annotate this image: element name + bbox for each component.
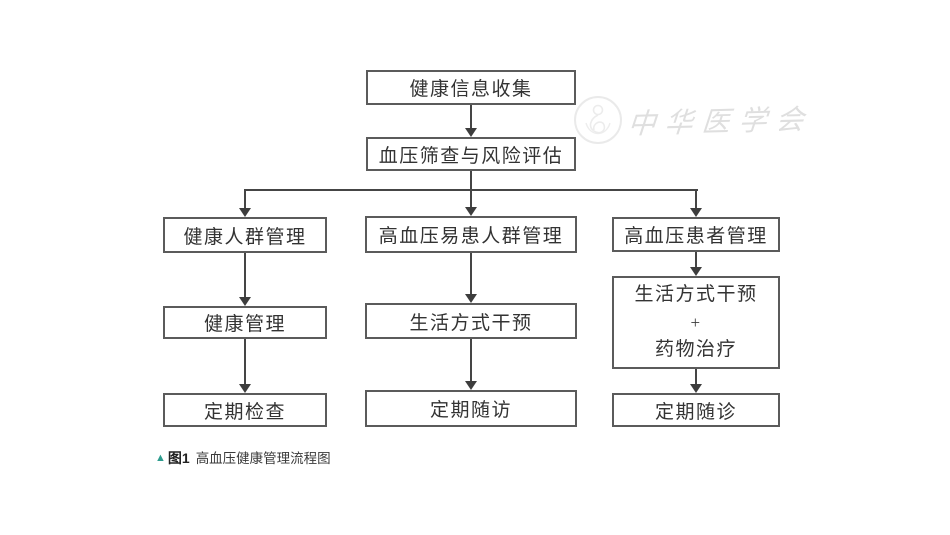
plus-sign: + xyxy=(690,312,702,332)
node-healthy-group-management: 健康人群管理 xyxy=(163,217,327,253)
arrow-healthy-to-intervention xyxy=(239,253,251,306)
caption-triangle-icon: ▲ xyxy=(155,451,166,464)
intervention-line1: 生活方式干预 xyxy=(634,284,758,306)
node-lifestyle-intervention: 生活方式干预 xyxy=(365,303,577,339)
arrow-prone-to-followup xyxy=(465,339,477,390)
node-health-management: 健康管理 xyxy=(163,306,327,339)
intervention-line2: 药物治疗 xyxy=(654,339,737,361)
figure-caption: ▲ 图1 高血压健康管理流程图 xyxy=(155,447,331,468)
node-regular-checkup: 定期检查 xyxy=(163,393,327,427)
arrow-patient-to-intervention xyxy=(690,252,702,276)
node-regular-followup: 定期随访 xyxy=(365,390,577,427)
arrow-patient-to-followup xyxy=(690,369,702,393)
arrow-split-to-healthy xyxy=(239,191,251,217)
node-regular-visit: 定期随诊 xyxy=(612,393,780,427)
arrow-split-to-prone xyxy=(465,191,477,216)
medical-association-seal-icon xyxy=(574,96,622,144)
arrow-prone-to-intervention xyxy=(465,253,477,303)
node-patient-management: 高血压患者管理 xyxy=(612,217,780,252)
watermark-text: 中华医学会 xyxy=(626,104,815,141)
node-health-info-collection: 健康信息收集 xyxy=(366,70,576,105)
node-bp-screening-risk-assessment: 血压筛查与风险评估 xyxy=(366,137,576,171)
arrow-collect-to-screen xyxy=(465,105,477,137)
arrow-split-to-patient xyxy=(690,191,702,217)
figure-number: 图1 xyxy=(167,450,190,466)
arrow-healthy-to-followup xyxy=(239,339,251,393)
connector-screen-stub xyxy=(470,171,472,191)
connector-split-horizontal xyxy=(244,189,698,191)
figure-title: 高血压健康管理流程图 xyxy=(195,451,331,466)
node-lifestyle-plus-medication: 生活方式干预 + 药物治疗 xyxy=(612,276,780,369)
node-prone-group-management: 高血压易患人群管理 xyxy=(365,216,577,253)
